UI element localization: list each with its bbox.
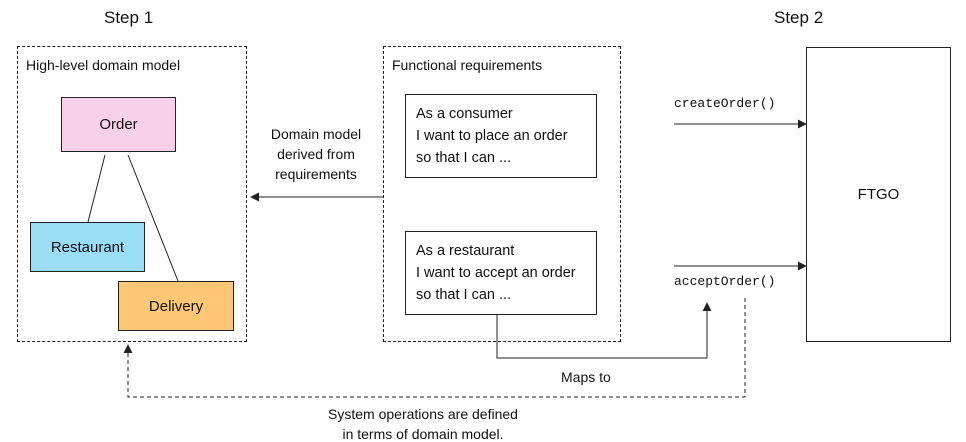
order-entity: Order: [61, 97, 176, 152]
maps-to-connector: [496, 302, 712, 359]
delivery-entity: Delivery: [118, 281, 234, 331]
accept-order-operation: acceptOrder(): [674, 274, 776, 289]
restaurant-story-card: As a restaurant I want to accept an orde…: [405, 231, 597, 315]
ftgo-system-label: FTGO: [857, 186, 900, 203]
order-delivery-link: [127, 154, 179, 282]
restaurant-story-line-3: so that I can ...: [416, 287, 512, 303]
system-ops-line-2: in terms of domain model.: [342, 426, 504, 442]
functional-requirements-title: Functional requirements: [392, 57, 543, 73]
domain-model-title: High-level domain model: [26, 57, 181, 73]
restaurant-story-line-2: I want to accept an order: [416, 265, 576, 281]
consumer-story-line-2: I want to place an order: [416, 128, 568, 144]
restaurant-story-line-1: As a restaurant: [416, 243, 515, 259]
system-ops-connector: [123, 298, 746, 398]
consumer-story-card: As a consumer I want to place an order s…: [405, 94, 597, 178]
order-restaurant-link: [87, 154, 106, 223]
derived-line-2: derived from: [277, 146, 355, 162]
ftgo-system-box: FTGO: [806, 47, 951, 342]
maps-to-label: Maps to: [561, 369, 611, 385]
derived-line-3: requirements: [275, 166, 357, 182]
restaurant-entity-label: Restaurant: [50, 238, 125, 256]
functional-requirements-panel: [383, 46, 621, 342]
domain-model-panel: [17, 46, 247, 342]
consumer-story-line-1: As a consumer: [416, 106, 513, 122]
restaurant-entity: Restaurant: [30, 222, 145, 272]
step-2-label: Step 2: [774, 8, 824, 27]
delivery-entity-label: Delivery: [148, 297, 204, 315]
derived-annotation: Domain model derived from requirements: [256, 124, 376, 184]
system-ops-annotation: System operations are defined in terms o…: [288, 404, 558, 442]
order-entity-label: Order: [99, 116, 138, 133]
system-ops-line-1: System operations are defined: [328, 406, 518, 422]
derived-line-1: Domain model: [270, 126, 362, 142]
step-1-label: Step 1: [104, 8, 154, 27]
consumer-story-line-3: so that I can ...: [416, 150, 512, 166]
create-order-operation: createOrder(): [674, 96, 776, 111]
